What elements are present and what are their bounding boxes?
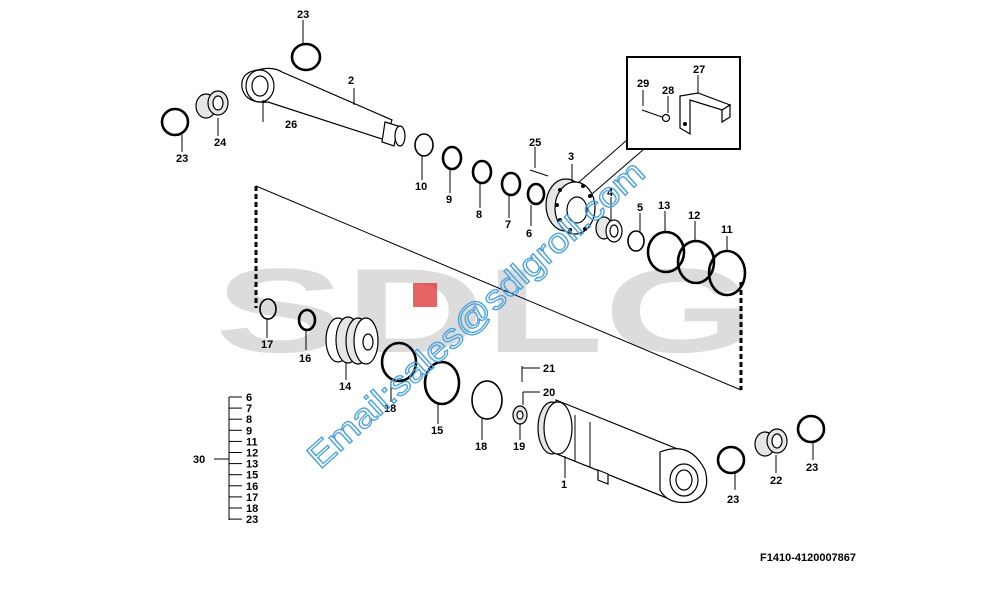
ring-16 xyxy=(297,308,317,332)
label-22: 22 xyxy=(770,475,782,487)
kit-item-label: 16 xyxy=(246,481,258,493)
label-13: 13 xyxy=(658,200,670,212)
logo-accent-square xyxy=(413,283,437,307)
label-7: 7 xyxy=(505,219,511,231)
label-23-top: 23 xyxy=(297,9,309,21)
label-14: 14 xyxy=(339,381,352,393)
label-23-bottom: 23 xyxy=(727,494,739,506)
kit-item-label: 13 xyxy=(246,459,258,471)
label-1: 1 xyxy=(561,479,567,491)
label-23-left: 23 xyxy=(176,153,188,165)
kit-item-label: 8 xyxy=(246,414,252,426)
seal-ring-23-left xyxy=(160,107,190,137)
ring-17 xyxy=(259,298,277,320)
label-26: 26 xyxy=(285,119,297,131)
ring-15 xyxy=(423,360,461,406)
washer-part xyxy=(661,113,671,123)
part-labels: 23 2 26 24 23 10 9 8 7 6 25 3 4 5 13 12 … xyxy=(176,9,818,506)
kit-item-label: 12 xyxy=(246,448,258,460)
label-20: 20 xyxy=(543,387,555,399)
label-23-right: 23 xyxy=(806,462,818,474)
label-11: 11 xyxy=(721,224,733,236)
kit-item-label: 15 xyxy=(246,470,258,482)
label-17: 17 xyxy=(261,339,273,351)
label-29: 29 xyxy=(637,78,649,90)
nut-19 xyxy=(512,405,528,440)
ring-9 xyxy=(441,145,463,171)
label-21: 21 xyxy=(543,363,555,375)
label-8: 8 xyxy=(476,209,482,221)
piston-14 xyxy=(325,316,379,380)
dashed-assembly-frame xyxy=(254,185,743,391)
seal-ring-23-bottom xyxy=(716,445,746,475)
bracket-part xyxy=(679,92,732,136)
kit-item-label: 11 xyxy=(246,436,258,448)
bushing-4 xyxy=(595,197,623,243)
kit-item-label: 6 xyxy=(246,392,252,404)
label-18-left: 18 xyxy=(384,403,396,415)
cylinder-head xyxy=(529,147,596,235)
label-4: 4 xyxy=(607,187,614,199)
kit-item-label: 18 xyxy=(246,503,258,515)
label-2: 2 xyxy=(348,75,354,87)
piston-rod xyxy=(241,67,406,147)
ring-5 xyxy=(627,230,645,252)
label-16: 16 xyxy=(299,353,311,365)
kit-label-30: 30 xyxy=(193,454,205,466)
ring-10 xyxy=(414,133,434,157)
seal-ring-23-right xyxy=(796,414,826,444)
label-24: 24 xyxy=(214,137,227,149)
cylinder-barrel xyxy=(537,399,708,504)
label-27: 27 xyxy=(693,64,705,76)
kit-item-label: 17 xyxy=(246,492,258,504)
ring-18-right xyxy=(471,380,503,420)
ring-13 xyxy=(646,230,686,274)
kit-item-label: 7 xyxy=(246,403,252,415)
label-12: 12 xyxy=(688,210,700,222)
kit-item-label: 9 xyxy=(246,425,252,437)
label-10: 10 xyxy=(415,181,427,193)
ring-18-left xyxy=(380,341,418,383)
label-19: 19 xyxy=(513,441,525,453)
ring-7 xyxy=(500,171,522,197)
label-18-right: 18 xyxy=(475,441,487,453)
label-25: 25 xyxy=(529,137,541,149)
bushing-22 xyxy=(754,428,788,473)
label-5: 5 xyxy=(637,202,643,214)
label-3: 3 xyxy=(568,151,574,163)
bushing-24 xyxy=(195,90,229,136)
inset-detail-box xyxy=(569,56,741,201)
label-9: 9 xyxy=(446,194,452,206)
ring-8 xyxy=(471,159,493,185)
ring-6 xyxy=(526,182,546,206)
ring-12 xyxy=(676,239,716,285)
label-28: 28 xyxy=(662,85,674,97)
label-6: 6 xyxy=(526,228,532,240)
seal-ring-23-top xyxy=(290,42,322,72)
label-15: 15 xyxy=(431,425,443,437)
figure-code: F1410-4120007867 xyxy=(760,552,856,564)
kit-item-label: 23 xyxy=(246,514,258,526)
